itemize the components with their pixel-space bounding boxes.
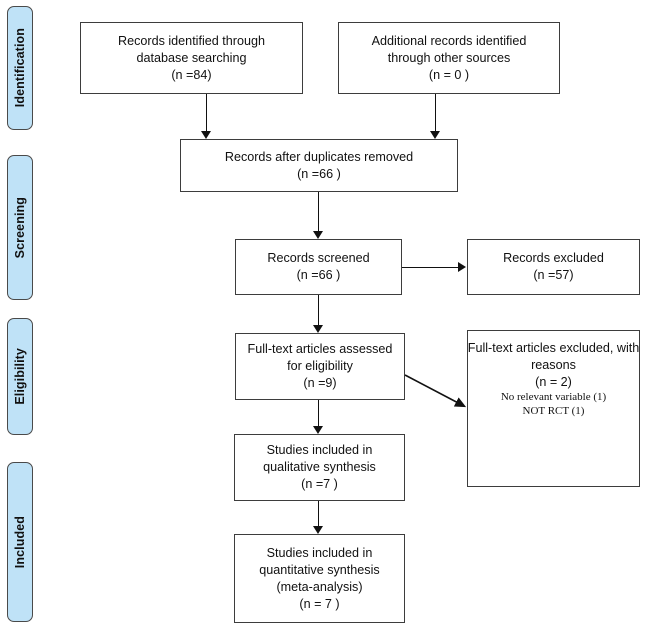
connector-database-to-duplicates (206, 94, 207, 132)
box-records-excluded-line1: Records excluded (503, 251, 604, 265)
stage-label-eligibility-text: Eligibility (13, 348, 27, 405)
connector-screened-to-fulltext (318, 295, 319, 325)
arrowhead-screened-to-excluded (458, 262, 466, 272)
box-qualitative-line2: qualitative synthesis (263, 460, 376, 474)
arrowhead-database-to-duplicates (201, 131, 211, 139)
box-database-search-line1: Records identified through (117, 33, 266, 48)
arrowhead-other-sources-to-duplicates (430, 131, 440, 139)
box-studies-qualitative-synthesis: Studies included in qualitative synthesi… (234, 434, 405, 501)
connector-fulltext-to-qualitative (318, 400, 319, 426)
box-other-sources-count: (n = 0 ) (428, 67, 470, 82)
box-fulltext-excluded-reason-1: No relevant variable (1) (500, 391, 607, 403)
connector-fulltext-to-excluded (404, 374, 467, 408)
box-quantitative-count: (n = 7 ) (299, 596, 340, 611)
stage-label-identification-text: Identification (13, 28, 27, 108)
stage-label-eligibility: Eligibility (7, 318, 33, 435)
box-fulltext-excluded-reason-2: NOT RCT (1) (522, 404, 585, 417)
box-fulltext-assessed-count: (n =9) (303, 376, 337, 390)
arrowhead-screened-to-fulltext (313, 325, 323, 333)
box-database-search-line2: database searching (136, 50, 247, 65)
box-fulltext-assessed-eligibility: Full-text articles assessed for eligibil… (235, 333, 405, 400)
connector-other-sources-to-duplicates (435, 94, 436, 132)
connector-duplicates-to-screened (318, 192, 319, 232)
arrowhead-duplicates-to-screened (313, 231, 323, 239)
connector-qualitative-to-quantitative (318, 501, 319, 527)
box-records-screened: Records screened (n =66 ) (235, 239, 402, 295)
box-fulltext-assessed-line2: for eligibility (287, 359, 353, 373)
box-studies-quantitative-synthesis: Studies included in quantitative synthes… (234, 534, 405, 623)
box-fulltext-assessed-line1: Full-text articles assessed (247, 342, 393, 356)
stage-label-identification: Identification (7, 6, 33, 130)
box-quantitative-line3: (meta-analysis) (276, 579, 363, 594)
box-records-excluded-count: (n =57) (533, 268, 574, 282)
box-records-screened-count: (n =66 ) (296, 268, 341, 282)
box-records-screened-line1: Records screened (267, 251, 370, 265)
box-records-identified-database: Records identified through database sear… (80, 22, 303, 94)
box-records-after-duplicates-removed: Records after duplicates removed (n =66 … (180, 139, 458, 192)
stage-label-included-text: Included (13, 515, 27, 569)
arrowhead-qualitative-to-quantitative (313, 526, 323, 534)
box-fulltext-excluded-line2: reasons (531, 358, 576, 372)
box-quantitative-line2: quantitative synthesis (259, 562, 380, 577)
box-records-excluded: Records excluded (n =57) (467, 239, 640, 295)
box-duplicates-removed-count: (n =66 ) (297, 166, 341, 181)
stage-label-screening: Screening (7, 155, 33, 300)
stage-label-included: Included (7, 462, 33, 622)
box-additional-records-other-sources: Additional records identified through ot… (338, 22, 560, 94)
box-qualitative-count: (n =7 ) (301, 477, 338, 491)
connector-screened-to-excluded (402, 267, 459, 268)
box-fulltext-excluded-with-reasons: Full-text articles excluded, with reason… (467, 330, 640, 487)
box-database-search-count: (n =84) (171, 67, 212, 82)
box-quantitative-line1: Studies included in (266, 545, 373, 560)
box-fulltext-excluded-count: (n = 2) (535, 375, 572, 389)
arrowhead-fulltext-to-qualitative (313, 426, 323, 434)
box-fulltext-excluded-line1: Full-text articles excluded, with (467, 341, 640, 355)
box-qualitative-line1: Studies included in (266, 443, 373, 457)
box-duplicates-removed-line1: Records after duplicates removed (224, 149, 414, 164)
box-other-sources-line2: through other sources (387, 50, 511, 65)
box-other-sources-line1: Additional records identified (371, 33, 527, 48)
stage-label-screening-text: Screening (13, 196, 27, 259)
